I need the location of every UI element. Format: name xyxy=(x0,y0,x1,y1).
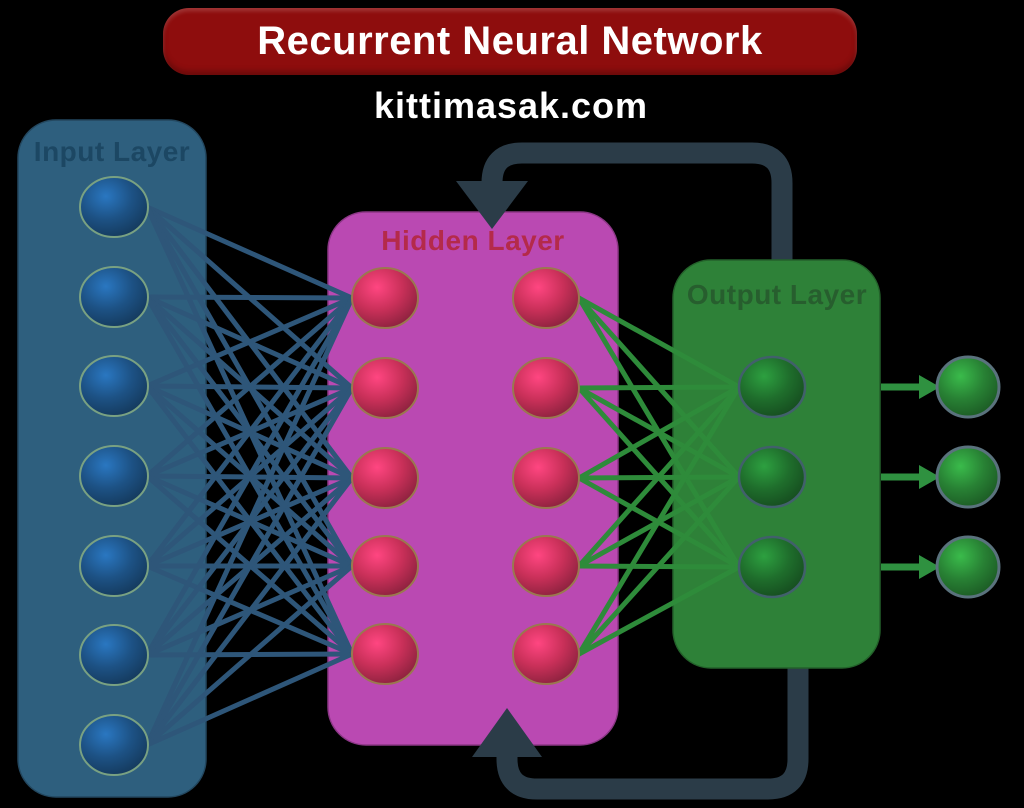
connection-line xyxy=(144,204,355,301)
output-node-2 xyxy=(737,445,807,509)
output-arrowhead-icon xyxy=(919,555,940,579)
connection-line xyxy=(576,384,742,657)
connection-line xyxy=(144,295,355,748)
hidden-node-10 xyxy=(512,623,580,685)
input-layer-label: Input Layer xyxy=(33,136,191,167)
connection-line xyxy=(576,384,742,569)
connection-line xyxy=(144,295,355,479)
connection-line xyxy=(144,651,355,748)
hidden-nodes xyxy=(351,267,580,685)
hidden-to-output-connections xyxy=(576,295,742,657)
hidden-node-4 xyxy=(351,535,419,597)
recurrent-loop xyxy=(481,142,809,800)
connection-line xyxy=(144,563,355,748)
title-banner: Recurrent Neural Network xyxy=(163,8,857,75)
watermark-text: kittimasak.com xyxy=(373,85,649,126)
hidden-node-2 xyxy=(351,357,419,419)
final-output-node-3 xyxy=(935,535,1001,599)
connection-line xyxy=(144,294,355,301)
connection-line xyxy=(144,385,355,748)
connection-line xyxy=(576,384,742,481)
hidden-node-7 xyxy=(512,357,580,419)
connection-line xyxy=(576,474,742,657)
recurrent-loop-bottom xyxy=(496,662,809,800)
connection-line xyxy=(144,475,355,748)
input-node-6 xyxy=(79,624,149,686)
connection-line xyxy=(576,564,742,657)
output-arrowhead-icon xyxy=(919,465,940,489)
input-node-1 xyxy=(79,176,149,238)
output-node-3 xyxy=(737,535,807,599)
loop-arrowhead-down-icon xyxy=(456,181,528,229)
connection-line xyxy=(576,384,742,391)
connection-line xyxy=(144,295,355,389)
input-nodes xyxy=(79,176,149,776)
hidden-node-8 xyxy=(512,447,580,509)
output-layer-label: Output Layer xyxy=(686,279,868,310)
final-output-node-1 xyxy=(935,355,1001,419)
hidden-layer-label: Hidden Layer xyxy=(381,225,565,256)
input-node-4 xyxy=(79,445,149,507)
hidden-node-3 xyxy=(351,447,419,509)
input-node-5 xyxy=(79,535,149,597)
connection-line xyxy=(144,295,355,569)
recurrent-loop-top xyxy=(481,142,793,268)
output-arrows xyxy=(881,375,940,579)
connection-line xyxy=(144,295,355,658)
final-output-nodes xyxy=(935,355,1001,599)
input-node-7 xyxy=(79,714,149,776)
output-nodes xyxy=(737,355,807,599)
final-output-node-2 xyxy=(935,445,1001,509)
loop-arrowhead-up-icon xyxy=(472,708,542,757)
output-arrowhead-icon xyxy=(919,375,940,399)
input-node-2 xyxy=(79,266,149,328)
input-to-hidden-connections xyxy=(144,204,355,748)
hidden-node-1 xyxy=(351,267,419,329)
hidden-node-5 xyxy=(351,623,419,685)
hidden-node-6 xyxy=(512,267,580,329)
connection-line xyxy=(576,295,742,390)
output-node-1 xyxy=(737,355,807,419)
input-node-3 xyxy=(79,355,149,417)
hidden-node-9 xyxy=(512,535,580,597)
page-title: Recurrent Neural Network xyxy=(257,19,763,63)
